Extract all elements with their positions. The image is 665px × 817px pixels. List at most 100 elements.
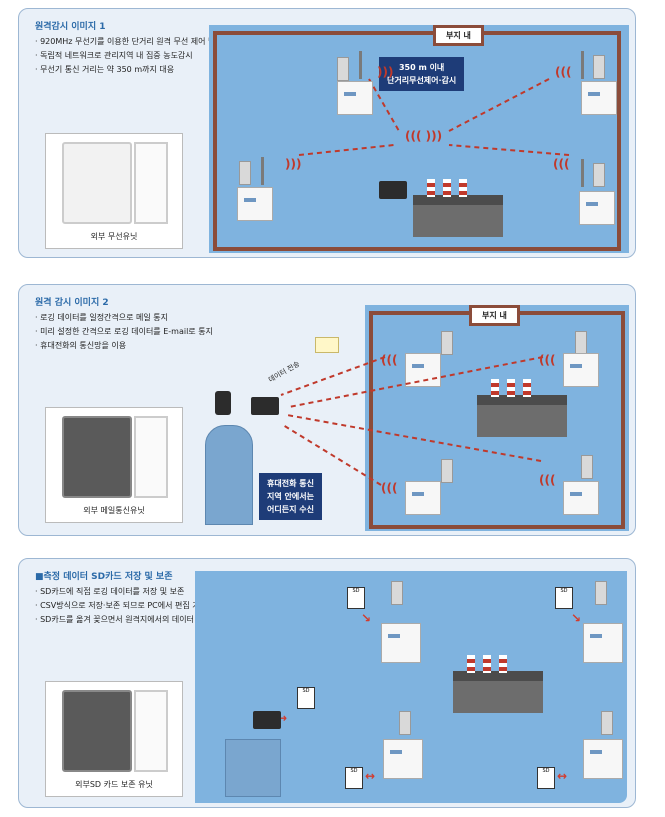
signal-wave-icon: ((( [381,353,398,367]
range-line-2: 단거리무선제어·감시 [387,76,457,85]
factory-icon [453,655,543,713]
panel-remote-monitoring-1: 원격감시 이미지 1 920MHz 무선기를 이용한 단거리 원격 무선 제어 … [18,8,636,258]
signal-wave-icon: ((( [555,65,572,79]
wireless-unit-photo: 외부 무선유닛 [45,133,183,249]
mail-unit-icon [405,353,441,387]
bullet-list: 로깅 데이터를 일정간격으로 메일 통지 미리 설정한 간격으로 로깅 데이터를… [35,311,213,353]
bullet-item: SD카드에 직접 로깅 데이터를 저장 및 보존 [35,585,229,599]
mobile-line-3: 어디든지 수신 [267,505,314,514]
mobile-line-1: 휴대전화 통신 [267,479,314,488]
sd-unit-icon [381,623,421,663]
wireless-unit-icon [581,81,617,115]
sd-unit-icon [583,739,623,779]
sensor-icon [593,55,605,79]
signal-wave-icon: ))) [285,157,302,171]
laptop-icon [379,181,407,199]
site-label: 부지 내 [469,305,520,326]
bullet-item: 무선기 통신 거리는 약 350 m까지 대응 [35,63,230,77]
mail-unit-icon [563,481,599,515]
office-building-icon [225,739,281,797]
envelope-icon [315,337,339,353]
panel-sd-card-storage: ■측정 데이터 SD카드 저장 및 보존 SD카드에 직접 로깅 데이터를 저장… [18,558,636,808]
bullet-item: SD카드를 옮겨 꽂으면서 원격지에서의 데이터 처리 가능 [35,613,228,627]
sd-card-icon: SD [297,687,315,709]
signal-wave-icon: ))) [377,65,394,79]
mail-unit-photo: 외부 메일통신유닛 [45,407,183,523]
sd-unit-icon [383,739,423,779]
mobile-coverage-box: 휴대전화 통신 지역 안에서는 어디든지 수신 [259,473,322,520]
bullet-item: CSV방식으로 저장·보존 되므로 PC에서 편집 가능 [35,599,229,613]
laptop-icon [251,397,279,415]
transfer-arrow-icon: ↔ [365,769,376,783]
bullet-item: 로깅 데이터를 일정간격으로 메일 통지 [35,311,213,325]
sensor-icon [337,57,349,81]
transfer-arrow-icon: ↘ [361,611,372,625]
enclosure-image [62,416,132,498]
sd-card-icon: SD [537,767,555,789]
enclosure-image [62,690,132,772]
wireless-unit-icon [579,191,615,225]
transfer-arrow-icon: ↔ [277,711,288,725]
enclosure-door-image [134,416,168,498]
sd-card-icon: SD [345,767,363,789]
photo-caption: 외부 메일통신유닛 [83,506,145,515]
tablet-icon [215,391,231,415]
site-boundary [213,31,621,251]
site-scene: 부지 내 350 m 이내 단거리무선제어·감시 ))) ((( ((( )))… [209,25,629,253]
mobile-line-2: 지역 안에서는 [267,492,314,501]
bullet-list: SD카드에 직접 로깅 데이터를 저장 및 보존 CSV방식으로 저장·보존 되… [35,585,229,627]
enclosure-door-image [134,690,168,772]
signal-wave-icon: ((( [381,481,398,495]
antenna-icon [359,51,362,79]
sd-unit-photo: 외부SD 카드 보존 유닛 [45,681,183,797]
storage-scene: SD ↘ SD ↘ SD ↔ SD ↔ SD ↔ [195,571,627,803]
sensor-icon [441,331,453,355]
panel-title: 원격감시 이미지 1 [35,22,106,32]
sensor-icon [399,711,411,735]
office-building-icon [205,425,253,525]
signal-wave-icon: ((( [539,353,556,367]
factory-icon [477,379,567,437]
sensor-icon [391,581,403,605]
bullet-item: 920MHz 무선기를 이용한 단거리 원격 무선 제어 및감시 [35,35,230,49]
sensor-icon [601,711,613,735]
sensor-icon [595,581,607,605]
site-label: 부지 내 [433,25,484,46]
panel-title: 원격 감시 이미지 2 [35,298,109,308]
enclosure-door-image [134,142,168,224]
bullet-item: 휴대전화의 통신망을 이용 [35,339,213,353]
sensor-icon [441,459,453,483]
transfer-arrow-icon: ↔ [557,769,568,783]
data-transfer-links [280,356,544,486]
signal-wave-icon: ((( [553,157,570,171]
bullet-item: 독립적 네트워크로 관리지역 내 집중 농도감시 [35,49,230,63]
mail-unit-icon [563,353,599,387]
range-box: 350 m 이내 단거리무선제어·감시 [379,57,465,91]
bullet-list: 920MHz 무선기를 이용한 단거리 원격 무선 제어 및감시 독립적 네트워… [35,35,230,77]
enclosure-image [62,142,132,224]
bullet-item: 미리 설정한 간격으로 로깅 데이터를 E-mail로 통지 [35,325,213,339]
sd-card-icon: SD [347,587,365,609]
wireless-links [298,78,570,156]
sd-unit-icon [583,623,623,663]
factory-icon [413,179,503,237]
sd-card-icon: SD [555,587,573,609]
sensor-icon [239,161,251,185]
laptop-icon [253,711,281,729]
sensor-icon [581,455,593,479]
antenna-icon [581,159,584,187]
range-line-1: 350 m 이내 [398,63,445,72]
mail-unit-icon [405,481,441,515]
site-scene: 부지 내 ((( ((( ((( ((( [365,305,629,531]
antenna-icon [581,51,584,79]
photo-caption: 외부 무선유닛 [90,232,138,241]
signal-wave-icon: ((( ))) [405,129,443,143]
antenna-icon [261,157,264,185]
transfer-arrow-icon: ↘ [571,611,582,625]
panel-remote-monitoring-2: 원격 감시 이미지 2 로깅 데이터를 일정간격으로 메일 통지 미리 설정한 … [18,284,636,536]
signal-wave-icon: ((( [539,473,556,487]
photo-caption: 외부SD 카드 보존 유닛 [75,780,153,789]
wireless-unit-icon [237,187,273,221]
wireless-unit-icon [337,81,373,115]
sensor-icon [593,163,605,187]
